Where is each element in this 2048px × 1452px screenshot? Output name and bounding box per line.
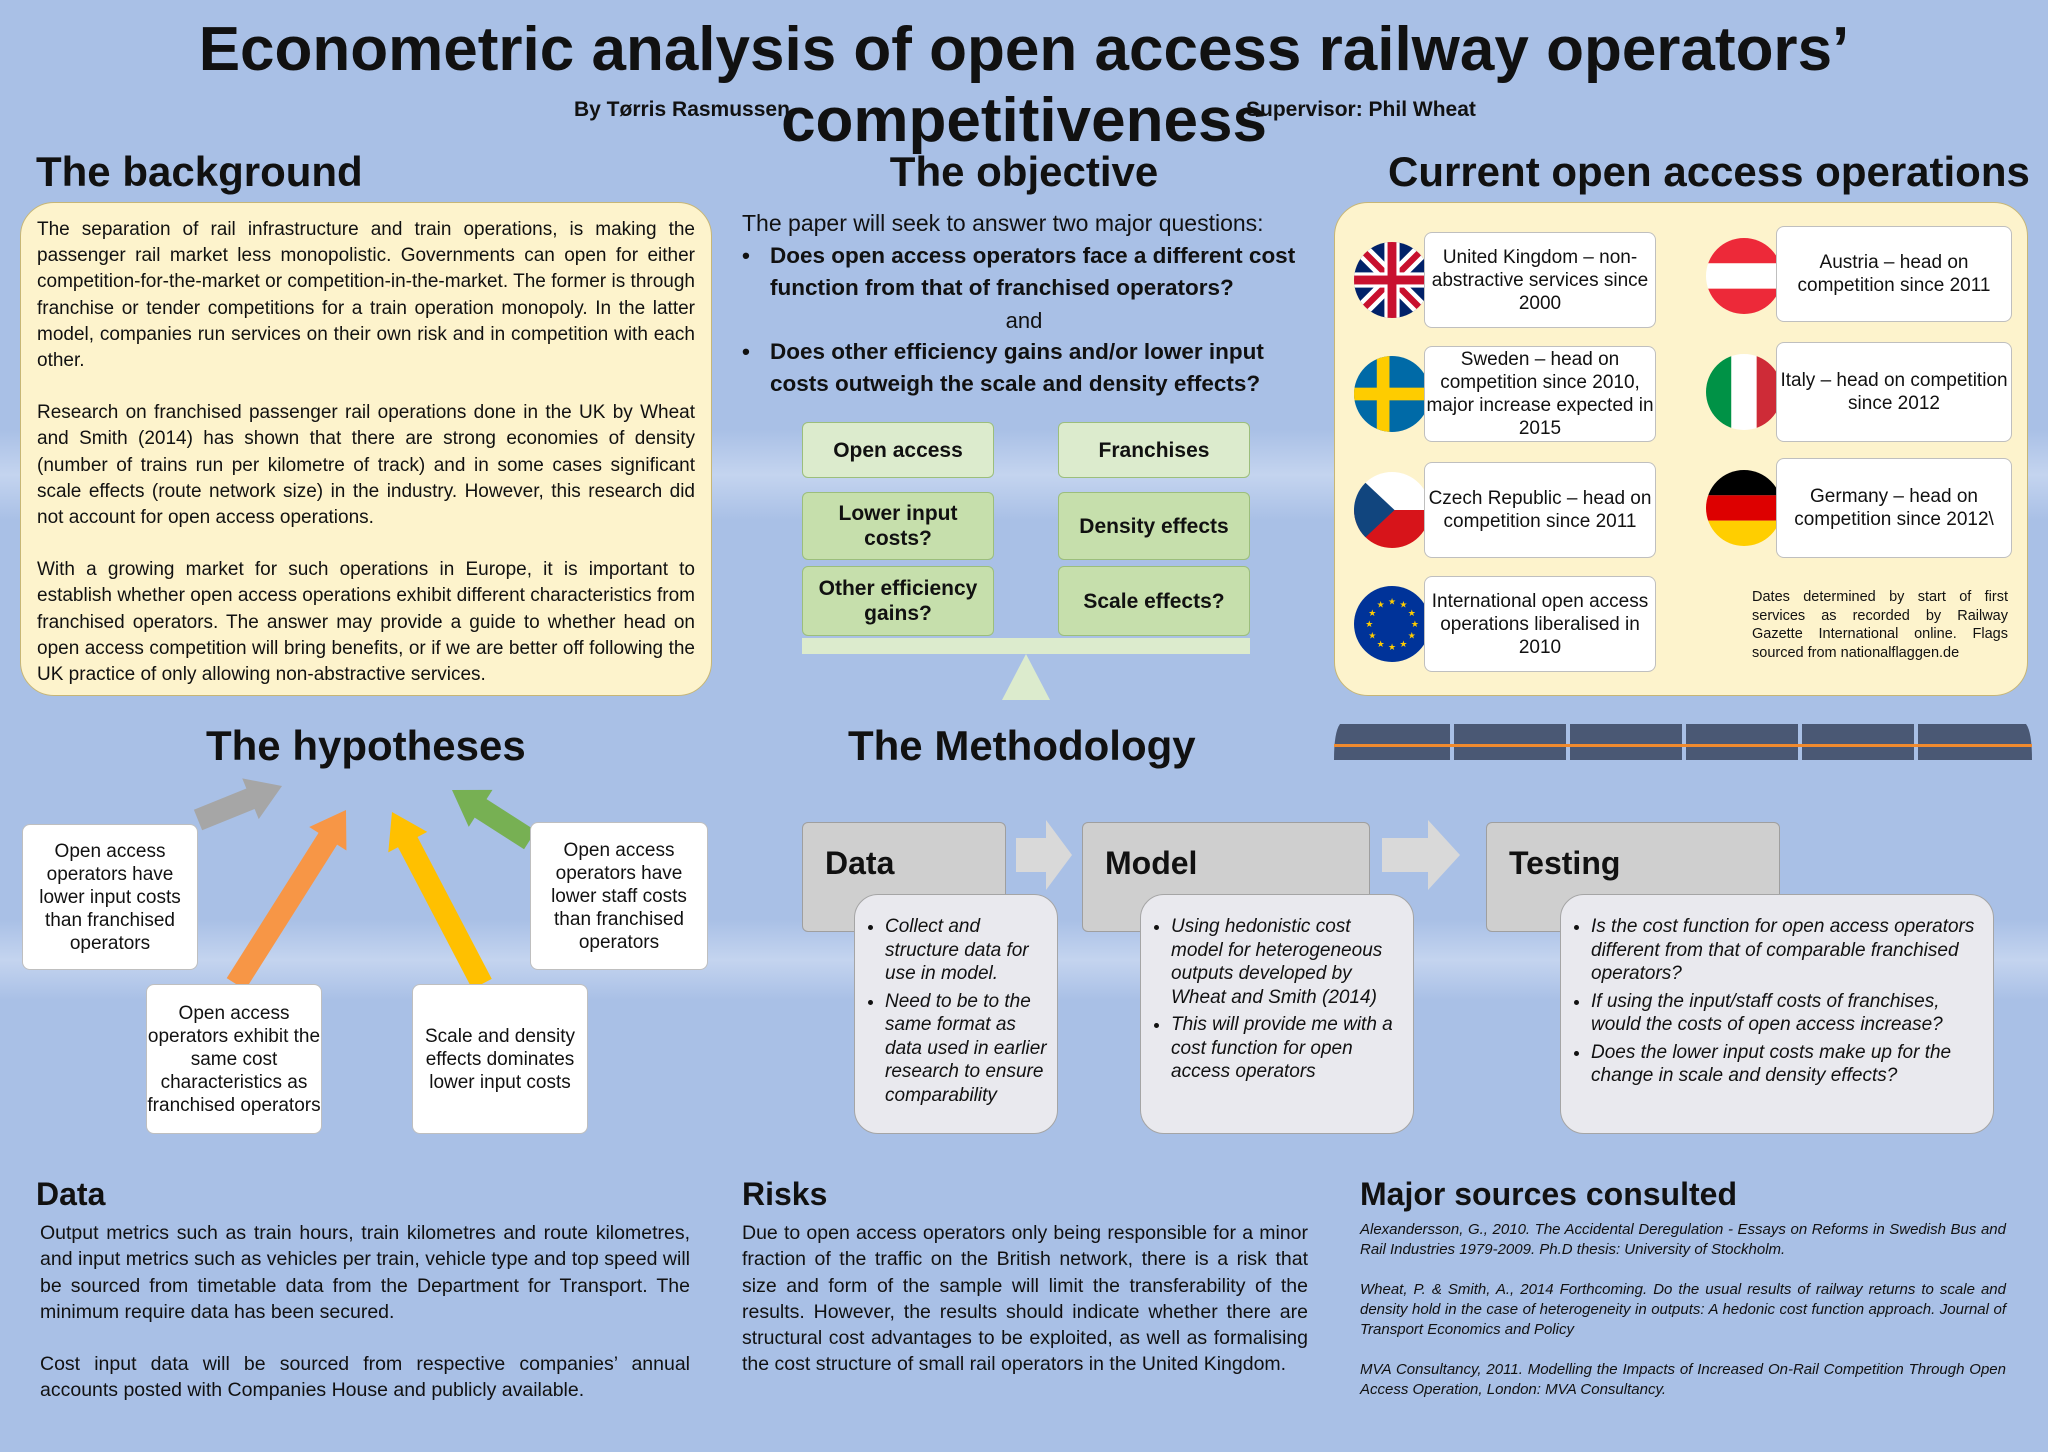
germany-flag-icon <box>1706 470 1782 546</box>
operations-card-italy: Italy – head on competition since 2012 <box>1776 342 2012 442</box>
scale-beam <box>802 638 1250 654</box>
method-point: This will provide me with a cost functio… <box>1171 1013 1403 1084</box>
scale-item-other-efficiency-gains: Other efficiency gains? <box>802 566 994 636</box>
objective-and: and <box>1005 308 1043 333</box>
operations-card-austria: Austria – head on competition since 2011 <box>1776 226 2012 322</box>
risks-text: Due to open access operators only being … <box>742 1222 1308 1376</box>
background-heading: The background <box>36 148 363 195</box>
sources-list: Alexandersson, G., 2010. The Accidental … <box>1360 1220 2006 1420</box>
objective-intro: The paper will seek to answer two major … <box>742 210 1264 236</box>
method-arrow-icon <box>1382 820 1460 890</box>
method-point: Is the cost function for open access ope… <box>1591 915 1983 986</box>
operations-card-germany: Germany – head on competition since 2012… <box>1776 458 2012 558</box>
grey-arrow-icon <box>193 778 282 831</box>
method-point: Need to be to the same format as data us… <box>885 990 1047 1108</box>
method-step-testing-body: Is the cost function for open access ope… <box>1560 894 1994 1134</box>
background-paragraph: With a growing market for such operation… <box>37 559 695 686</box>
train-graphic <box>1334 722 2032 762</box>
eu-star-icon: ★ <box>1388 642 1396 652</box>
objective-question-1: • Does open access operators face a diff… <box>742 240 1314 303</box>
green-arrow-icon <box>452 789 536 850</box>
source-item: MVA Consultancy, 2011. Modelling the Imp… <box>1360 1361 2006 1398</box>
scale-item-lower-input-costs: Lower input costs? <box>802 492 994 560</box>
italy-flag-icon <box>1706 354 1782 430</box>
objective-heading: The objective <box>889 148 1159 195</box>
background-paragraph: The separation of rail infrastructure an… <box>37 219 695 372</box>
question-text: Does other efficiency gains and/or lower… <box>770 339 1264 396</box>
hypothesis-card-3: Scale and density effects dominates lowe… <box>412 984 588 1134</box>
yellow-arrow-icon <box>388 812 492 990</box>
hypothesis-card-4: Open access operators have lower staff c… <box>530 822 708 970</box>
sources-heading: Major sources consulted <box>1360 1176 1737 1212</box>
scale-fulcrum <box>1002 654 1050 700</box>
data-text: Output metrics such as train hours, trai… <box>40 1220 690 1430</box>
operations-card-international: International open access operations lib… <box>1424 576 1656 672</box>
method-step-model-body: Using hedonistic cost model for heteroge… <box>1140 894 1414 1134</box>
eu-flag-icon: ★★★★★★★★★★★★ <box>1354 586 1430 662</box>
methodology-heading: The Methodology <box>848 722 1196 769</box>
uk-flag-icon <box>1354 242 1430 318</box>
hypothesis-card-1: Open access operators have lower input c… <box>22 824 198 970</box>
bullet-marker: • <box>742 339 750 364</box>
data-heading: Data <box>36 1176 106 1212</box>
scale-item-scale-effects: Scale effects? <box>1058 566 1250 636</box>
eu-star-icon: ★ <box>1368 608 1376 618</box>
operations-heading: Current open access operations <box>1388 148 2030 195</box>
background-paragraph: Research on franchised passenger rail op… <box>37 402 695 529</box>
data-paragraph: Cost input data will be sourced from res… <box>40 1353 690 1402</box>
eu-star-icon: ★ <box>1365 619 1373 629</box>
risks-heading: Risks <box>742 1176 828 1212</box>
eu-star-icon: ★ <box>1408 631 1416 641</box>
eu-star-icon: ★ <box>1388 596 1396 606</box>
eu-star-icon: ★ <box>1377 599 1385 609</box>
method-point: Using hedonistic cost model for heteroge… <box>1171 915 1403 1009</box>
eu-star-icon: ★ <box>1368 631 1376 641</box>
hypothesis-card-2: Open access operators exhibit the same c… <box>146 984 322 1134</box>
objective-question-2: • Does other efficiency gains and/or low… <box>742 336 1314 399</box>
data-paragraph: Output metrics such as train hours, trai… <box>40 1222 690 1323</box>
eu-star-icon: ★ <box>1377 639 1385 649</box>
method-step-data-body: Collect and structure data for use in mo… <box>854 894 1058 1134</box>
operations-card-sweden: Sweden – head on competition since 2010,… <box>1424 346 1656 442</box>
supervisor-line: Supervisor: Phil Wheat <box>1246 98 1476 121</box>
method-point: If using the input/staff costs of franch… <box>1591 990 1983 1037</box>
operations-card-czech: Czech Republic – head on competition sin… <box>1424 462 1656 558</box>
source-item: Alexandersson, G., 2010. The Accidental … <box>1360 1221 2006 1258</box>
method-point: Does the lower input costs make up for t… <box>1591 1041 1983 1088</box>
background-panel: The separation of rail infrastructure an… <box>20 202 712 696</box>
orange-arrow-icon <box>226 810 347 990</box>
scale-item-density-effects: Density effects <box>1058 492 1250 560</box>
hypotheses-heading: The hypotheses <box>206 722 526 769</box>
eu-star-icon: ★ <box>1399 599 1407 609</box>
scale-header-franchises: Franchises <box>1058 422 1250 478</box>
author-line: By Tørris Rasmussen <box>574 98 790 121</box>
czech-flag-icon <box>1354 472 1430 548</box>
eu-star-icon: ★ <box>1408 608 1416 618</box>
method-point: Collect and structure data for use in mo… <box>885 915 1047 986</box>
eu-star-icon: ★ <box>1411 619 1419 629</box>
sweden-flag-icon <box>1354 356 1430 432</box>
method-arrow-icon <box>1016 820 1072 890</box>
operations-card-uk: United Kingdom – non-abstractive service… <box>1424 232 1656 328</box>
eu-star-icon: ★ <box>1399 639 1407 649</box>
bullet-marker: • <box>742 243 750 268</box>
question-text: Does open access operators face a differ… <box>770 243 1296 300</box>
poster-title: Econometric analysis of open access rail… <box>198 15 1850 155</box>
source-item: Wheat, P. & Smith, A., 2014 Forthcoming.… <box>1360 1281 2006 1338</box>
austria-flag-icon <box>1706 238 1782 314</box>
scale-header-open-access: Open access <box>802 422 994 478</box>
operations-note: Dates determined by start of first servi… <box>1752 589 2008 661</box>
hypotheses-arrows <box>193 778 536 990</box>
